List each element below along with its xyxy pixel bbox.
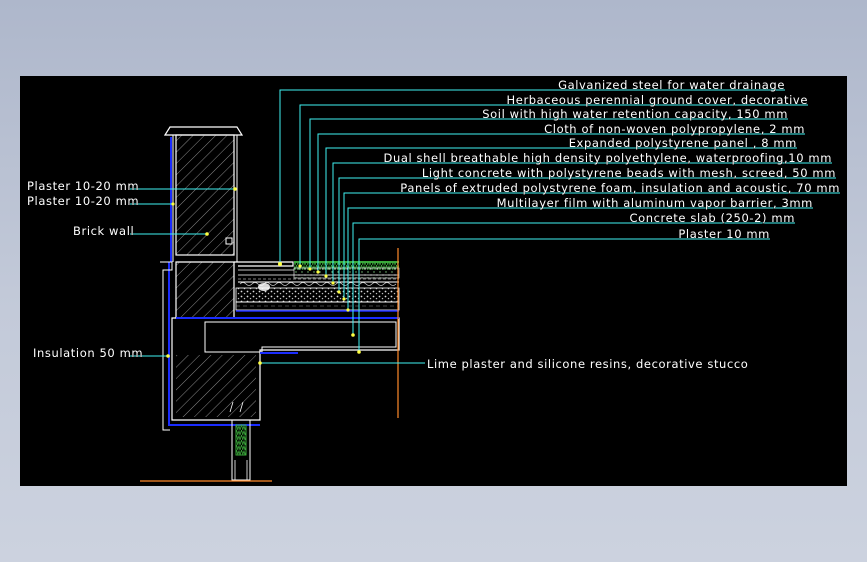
drain-edge — [234, 261, 294, 267]
label-plaster-10: Plaster 10 mm — [678, 227, 770, 241]
label-cloth: Cloth of non-woven polypropylene, 2 mm — [544, 122, 805, 136]
label-plaster-inner: Plaster 10-20 mm — [27, 194, 139, 208]
label-polyethylene: Dual shell breathable high density polye… — [383, 151, 832, 165]
label-soil: Soil with high water retention capacity,… — [482, 107, 788, 121]
planting-layer — [294, 262, 399, 270]
left-labels: Plaster 10-20 mm Plaster 10-20 mm Brick … — [27, 179, 143, 361]
label-plaster-outer: Plaster 10-20 mm — [27, 179, 139, 193]
label-light-concrete: Light concrete with polystyrene beads wi… — [422, 166, 836, 180]
label-lime-plaster: Lime plaster and silicone resins, decora… — [427, 357, 748, 371]
window-frame — [140, 401, 272, 482]
brick-wall-lower — [175, 261, 235, 319]
model-space — [20, 76, 847, 486]
parapet-wall — [160, 126, 400, 431]
right-labels: Galvanized steel for water drainage Herb… — [383, 78, 840, 242]
label-insulation: Insulation 50 mm — [33, 346, 143, 360]
insulation-line — [168, 262, 260, 426]
soil-layer — [293, 267, 400, 279]
label-galvanized-steel: Galvanized steel for water drainage — [558, 78, 785, 92]
label-brick-wall: Brick wall — [73, 224, 134, 238]
label-ground-cover: Herbaceous perennial ground cover, decor… — [507, 93, 808, 107]
label-vapor-barrier: Multilayer film with aluminum vapor barr… — [497, 196, 813, 210]
brick-column — [175, 134, 235, 256]
leader-markers — [166, 187, 361, 365]
label-xps-panels: Panels of extruded polystyrene foam, ins… — [400, 181, 840, 195]
green-roof-layers — [234, 261, 400, 312]
label-eps-panel: Expanded polystyrene panel , 8 mm — [569, 136, 797, 150]
beam-hatch — [176, 355, 256, 417]
leader-lines — [130, 89, 840, 364]
label-concrete-slab: Concrete slab (250-2) mm — [629, 211, 795, 225]
